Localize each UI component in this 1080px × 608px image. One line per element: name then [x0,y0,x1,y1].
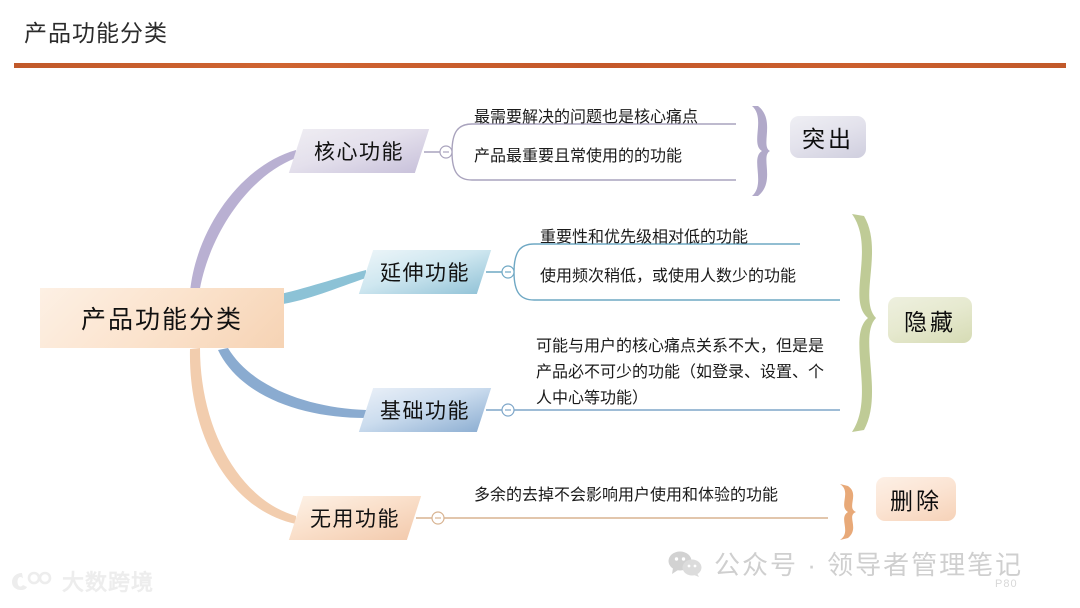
branch-node-basic[interactable]: 基础功能 [358,388,492,432]
watermark-bottom-left: 大数跨境 [10,565,154,597]
collapse-minus-icon-basic [501,403,515,417]
brace-delete [840,484,856,540]
branch-node-extend[interactable]: 延伸功能 [358,250,492,294]
result-label-delete: 删除 [890,488,942,514]
watermark-bottom-right-text: 公众号 · 领导者管理笔记 [714,550,1024,580]
wechat-icon [668,551,702,577]
connector-root-to-extend [272,270,366,305]
branch-label-extend: 延伸功能 [380,262,470,285]
brand-logo-icon [12,571,52,590]
leaf-extend-2[interactable]: 使用频次稍低，或使用人数少的功能 [540,268,797,285]
brace-highlight [752,106,770,196]
title-divider [14,63,1066,68]
branch-label-useless: 无用功能 [310,508,400,531]
result-chip-delete[interactable]: 删除 [876,477,956,521]
leaf-useless-1[interactable]: 多余的去掉不会影响用户使用和体验的功能 [474,487,779,504]
page-number: P80 [995,578,1018,590]
collapse-minus-icon-extend [501,265,515,279]
leaf-basic-1[interactable]: 可能与用户的核心痛点关系不大，但是是产品必不可少的功能（如登录、设置、个人中心等… [536,338,825,407]
brace-hide [852,214,876,432]
result-chip-highlight[interactable]: 突出 [790,116,866,158]
connector-root-to-core [190,150,296,294]
connector-root-to-useless [189,348,296,524]
watermark-bottom-right: 公众号 · 领导者管理笔记 [668,545,1023,582]
leaf-extend-1[interactable]: 重要性和优先级相对低的功能 [540,229,749,246]
branch-label-core: 核心功能 [314,141,404,164]
collapse-minus-icon-useless [431,511,445,525]
leaf-core-2[interactable]: 产品最重要且常使用的的功能 [474,148,683,165]
leaf-core-1[interactable]: 最需要解决的问题也是核心痛点 [474,109,699,126]
branch-node-core[interactable]: 核心功能 [288,129,430,173]
connector-root-to-basic [218,348,366,418]
branch-label-basic: 基础功能 [380,400,470,423]
branch-node-useless[interactable]: 无用功能 [288,496,422,540]
collapse-minus-icon-core [439,145,453,159]
result-label-highlight: 突出 [802,126,854,152]
result-chip-hide[interactable]: 隐藏 [888,297,972,343]
result-label-hide: 隐藏 [904,309,956,335]
mindmap-root-label: 产品功能分类 [80,306,243,334]
mindmap-root-node[interactable]: 产品功能分类 [40,288,284,348]
watermark-bottom-left-text: 大数跨境 [62,570,155,595]
page-title: 产品功能分类 [24,20,168,46]
